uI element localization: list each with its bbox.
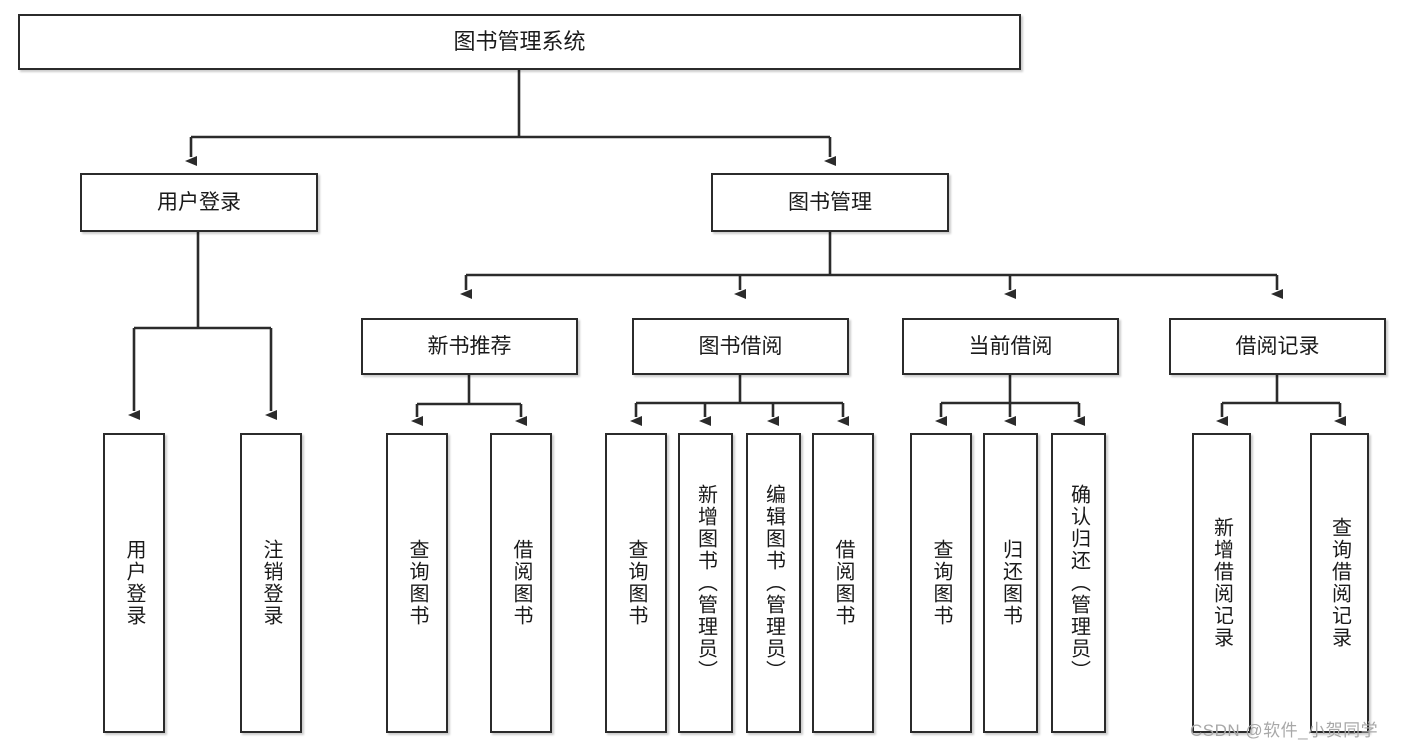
node-current-borrow[interactable]: 当前借阅 <box>902 318 1119 375</box>
node-leaf-user-login-label: 用户登录 <box>123 539 145 627</box>
node-book-borrow-label: 图书借阅 <box>698 334 783 358</box>
node-leaf-borrow-book-recommend[interactable]: 借阅图书 <box>490 433 552 733</box>
csdn-watermark: CSDN @软件_小贺同学 <box>1190 721 1379 740</box>
node-leaf-query-borrow-record-label: 查询借阅记录 <box>1328 517 1351 649</box>
node-leaf-query-book-current[interactable]: 查询图书 <box>910 433 972 733</box>
node-leaf-add-borrow-record-label: 新增借阅记录 <box>1210 517 1233 649</box>
node-leaf-query-book-recommend-label: 查询图书 <box>406 539 428 627</box>
node-leaf-edit-book-admin-label: 编辑图书（管理员） <box>762 484 785 682</box>
node-leaf-confirm-return-admin-label: 确认归还（管理员） <box>1067 484 1090 682</box>
node-leaf-user-login[interactable]: 用户登录 <box>103 433 165 733</box>
node-leaf-logout[interactable]: 注销登录 <box>240 433 302 733</box>
node-leaf-query-book-current-label: 查询图书 <box>930 539 952 627</box>
node-leaf-add-book-admin-label: 新增图书（管理员） <box>694 484 717 682</box>
node-new-book-recommend-label: 新书推荐 <box>427 334 512 358</box>
node-leaf-query-book-recommend[interactable]: 查询图书 <box>386 433 448 733</box>
node-leaf-confirm-return-admin[interactable]: 确认归还（管理员） <box>1051 433 1106 733</box>
node-book-borrow[interactable]: 图书借阅 <box>632 318 849 375</box>
node-leaf-query-book-borrow-label: 查询图书 <box>625 539 647 627</box>
node-leaf-logout-label: 注销登录 <box>260 539 282 627</box>
node-user-login-label: 用户登录 <box>157 190 241 214</box>
node-root[interactable]: 图书管理系统 <box>18 14 1021 70</box>
node-root-label: 图书管理系统 <box>453 28 586 54</box>
node-leaf-borrow-book-borrow[interactable]: 借阅图书 <box>812 433 874 733</box>
node-book-management[interactable]: 图书管理 <box>711 173 949 232</box>
node-borrow-record-label: 借阅记录 <box>1235 334 1320 358</box>
node-leaf-borrow-book-borrow-label: 借阅图书 <box>832 539 854 627</box>
node-leaf-add-book-admin[interactable]: 新增图书（管理员） <box>678 433 733 733</box>
node-leaf-return-book-label: 归还图书 <box>999 539 1022 627</box>
node-borrow-record[interactable]: 借阅记录 <box>1169 318 1386 375</box>
node-leaf-return-book[interactable]: 归还图书 <box>983 433 1038 733</box>
node-new-book-recommend[interactable]: 新书推荐 <box>361 318 578 375</box>
node-leaf-borrow-book-recommend-label: 借阅图书 <box>510 539 532 627</box>
node-user-login[interactable]: 用户登录 <box>80 173 318 232</box>
node-current-borrow-label: 当前借阅 <box>968 334 1053 358</box>
node-book-management-label: 图书管理 <box>788 190 872 214</box>
node-leaf-add-borrow-record[interactable]: 新增借阅记录 <box>1192 433 1251 733</box>
node-leaf-edit-book-admin[interactable]: 编辑图书（管理员） <box>746 433 801 733</box>
node-leaf-query-book-borrow[interactable]: 查询图书 <box>605 433 667 733</box>
node-leaf-query-borrow-record[interactable]: 查询借阅记录 <box>1310 433 1369 733</box>
